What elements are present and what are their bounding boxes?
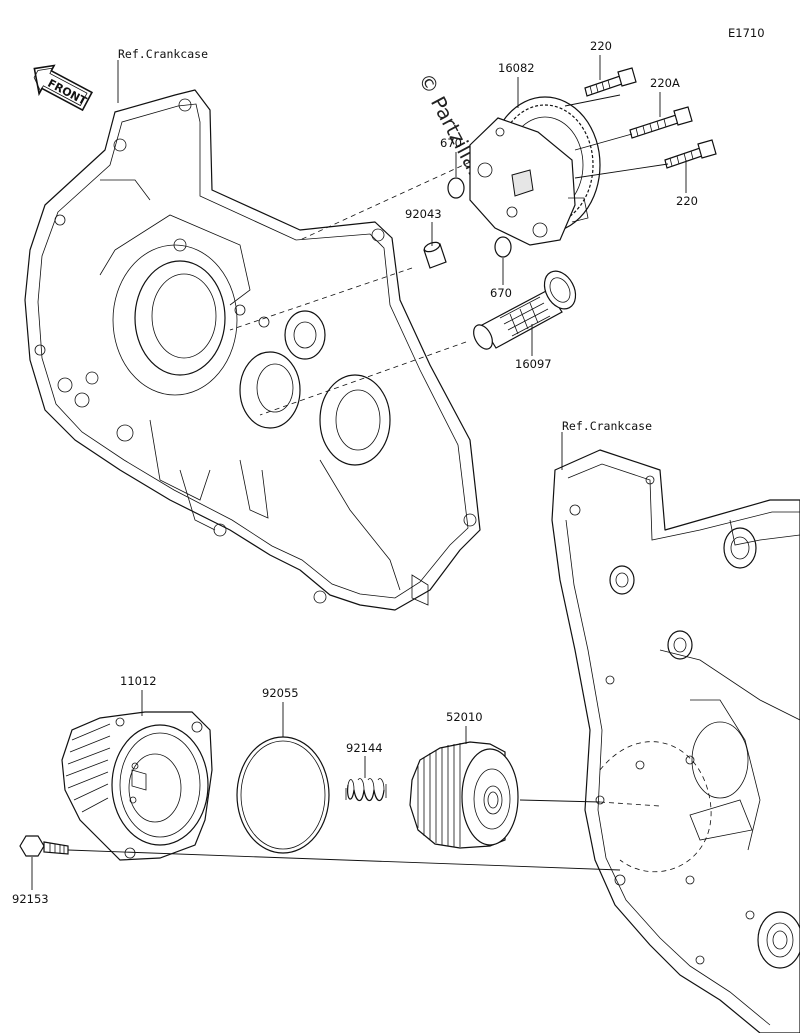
label-52010: 52010 [446, 710, 483, 724]
label-11012: 11012 [120, 674, 157, 688]
o-ring-670-bottom-drawing [494, 236, 512, 258]
bolt-220-top-drawing [584, 67, 637, 97]
label-220-bottom: 220 [676, 194, 698, 208]
bolt-220-bottom-drawing [664, 139, 717, 169]
assembly-line-filter [519, 799, 601, 803]
label-92055: 92055 [262, 686, 299, 700]
label-220-top: 220 [590, 39, 612, 53]
oil-pump-drawing [469, 96, 601, 246]
right-crankcase-drawing [551, 449, 800, 1033]
assembly-line-bolt-bottom [574, 163, 669, 179]
front-arrow-icon: FRONT [33, 64, 94, 112]
oil-screen-16097-drawing [473, 270, 577, 350]
left-crankcase-drawing [24, 89, 481, 611]
ref-crankcase-right-label: Ref.Crankcase [562, 419, 652, 433]
label-16082: 16082 [498, 61, 535, 75]
assembly-line-bolt-220a [574, 133, 633, 151]
label-16097: 16097 [515, 357, 552, 371]
label-92043: 92043 [405, 207, 442, 221]
bolt-92153-drawing [19, 835, 69, 857]
o-ring-92055-inner-edge [240, 740, 326, 850]
assembly-line-bolt-92153 [67, 849, 621, 871]
assembly-line-pump [299, 161, 471, 241]
assembly-line-screen [259, 341, 467, 416]
o-ring-92055-drawing [236, 736, 330, 854]
assembly-line-filter-hidden [599, 801, 661, 807]
o-ring-670-top-drawing [447, 177, 465, 199]
label-670-top: 670 [440, 136, 462, 150]
label-670-bottom: 670 [490, 286, 512, 300]
dowel-pin-92043-drawing [423, 241, 447, 269]
bolt-220a-drawing [629, 106, 693, 139]
label-92144: 92144 [346, 741, 383, 755]
label-92153: 92153 [12, 892, 49, 906]
diagram-code: E1710 [728, 26, 765, 40]
oil-filter-52010-drawing [409, 741, 519, 849]
filter-cover-11012-drawing [61, 711, 213, 861]
ref-crankcase-left-label: Ref.Crankcase [118, 47, 208, 61]
spring-92144-drawing [345, 778, 387, 802]
label-220a: 220A [650, 76, 680, 90]
assembly-line-bolt-top [564, 94, 621, 107]
